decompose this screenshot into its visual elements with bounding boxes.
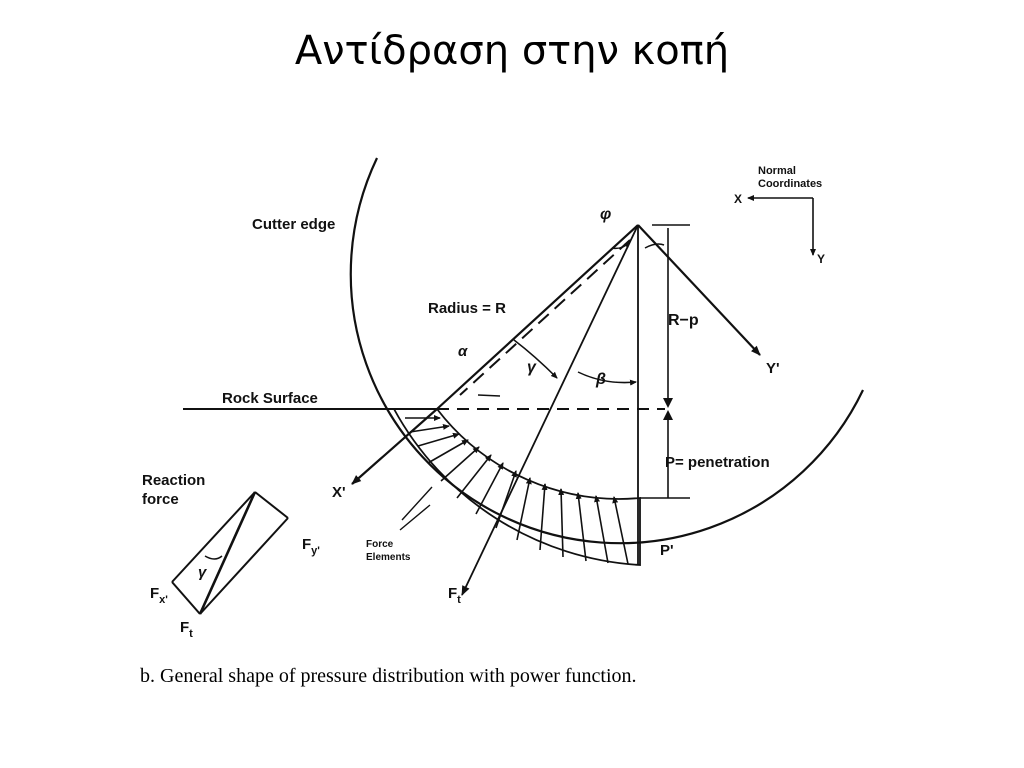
y-prime-label: Y' (766, 360, 780, 377)
fx-prime-main: F (150, 585, 159, 602)
rock-surface-label: Rock Surface (222, 390, 318, 407)
fx-prime-sub: x' (159, 594, 168, 606)
normal-x-label: X (734, 192, 742, 206)
fy-prime-main: F (302, 536, 311, 553)
ft-sub: t (457, 594, 461, 606)
force-elements-label-1: Force (366, 539, 394, 550)
normal-coordinates-label-1: Normal (758, 165, 796, 177)
fx-prime-label: Fx' (150, 585, 168, 606)
ft-main: F (448, 585, 457, 602)
x-prime-axis (351, 408, 438, 485)
fy-prime-sub: y' (311, 545, 320, 557)
dashed-angle-line (459, 239, 631, 396)
reaction-force-triangle (171, 491, 289, 615)
normal-y-label: Y (817, 252, 825, 266)
cutter-edge-arc (349, 157, 864, 545)
phi-arc (611, 241, 631, 250)
gamma-arc (513, 339, 558, 379)
figure-caption: b. General shape of pressure distributio… (140, 665, 637, 687)
triangle-ft-main: F (180, 619, 189, 636)
force-elements-label-2: Elements (366, 552, 411, 563)
phi-label: φ (600, 206, 611, 223)
force-elements-pointer-2 (399, 504, 431, 531)
gamma-label: γ (527, 359, 537, 376)
slide-title: Αντίδραση στην κοπή (294, 28, 730, 74)
triangle-ft-label: Ft (180, 619, 193, 640)
cutter-edge-label: Cutter edge (252, 216, 335, 233)
x-prime-label: X' (332, 484, 346, 501)
ft-line (461, 224, 639, 596)
radius-label: Radius = R (428, 300, 506, 317)
reaction-force-label-2: force (142, 491, 179, 508)
alpha-label: α (458, 343, 468, 360)
triangle-gamma-label: γ (198, 564, 208, 581)
radius-line (436, 224, 639, 410)
beta-label: β (595, 371, 606, 388)
top-right-arc (644, 243, 665, 249)
penetration-label: P= penetration (665, 454, 770, 471)
beta-arc (577, 371, 637, 386)
ft-label: Ft (448, 585, 461, 606)
force-elements-pointer-1 (401, 486, 433, 521)
reaction-force-label-1: Reaction (142, 472, 205, 489)
y-prime-axis (637, 224, 761, 356)
r-minus-p-label: R−p (668, 312, 699, 329)
triangle-ft-sub: t (189, 628, 193, 640)
alpha-tick (477, 394, 501, 397)
fy-prime-label: Fy' (302, 536, 320, 557)
p-prime-label: P' (660, 542, 674, 559)
normal-coordinates-label-2: Coordinates (758, 178, 822, 190)
